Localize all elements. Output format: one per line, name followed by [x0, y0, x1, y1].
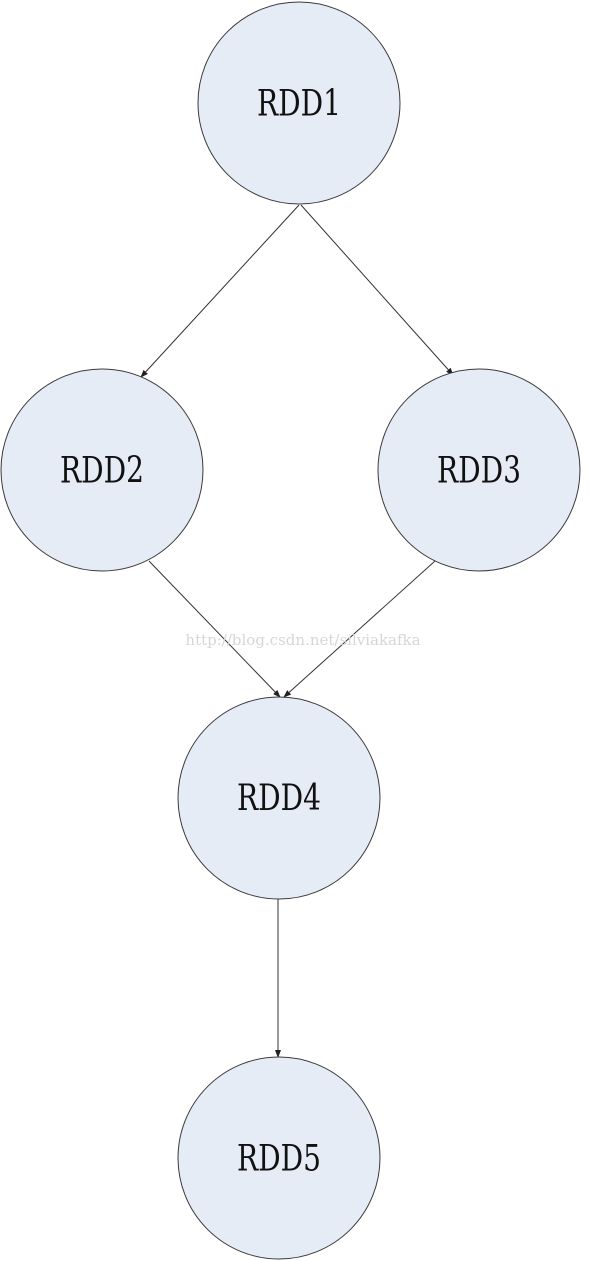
node-rdd4: RDD4: [177, 696, 381, 900]
node-rdd4-circle: [177, 696, 381, 900]
node-rdd2-label: RDD2: [60, 449, 144, 491]
edge-rdd3-rdd4: [283, 560, 436, 698]
node-rdd3-label: RDD3: [437, 449, 521, 491]
edge-rdd1-rdd2: [140, 204, 300, 378]
node-rdd1-circle: [197, 1, 401, 205]
watermark-text: http://blog.csdn.net/silviakafka: [185, 631, 420, 649]
edges-layer: [140, 204, 454, 1058]
node-rdd5: RDD5: [177, 1056, 381, 1260]
node-rdd3: RDD3: [377, 368, 581, 572]
node-rdd1-label: RDD1: [257, 82, 341, 124]
edge-rdd2-rdd4: [148, 560, 281, 698]
node-rdd5-circle: [177, 1056, 381, 1260]
node-rdd4-label: RDD4: [237, 777, 321, 819]
node-rdd2-circle: [0, 368, 204, 572]
edge-rdd1-rdd3: [300, 204, 454, 376]
node-rdd5-label: RDD5: [237, 1137, 321, 1179]
node-rdd3-circle: [377, 368, 581, 572]
node-rdd2: RDD2: [0, 368, 204, 572]
node-rdd1: RDD1: [197, 1, 401, 205]
